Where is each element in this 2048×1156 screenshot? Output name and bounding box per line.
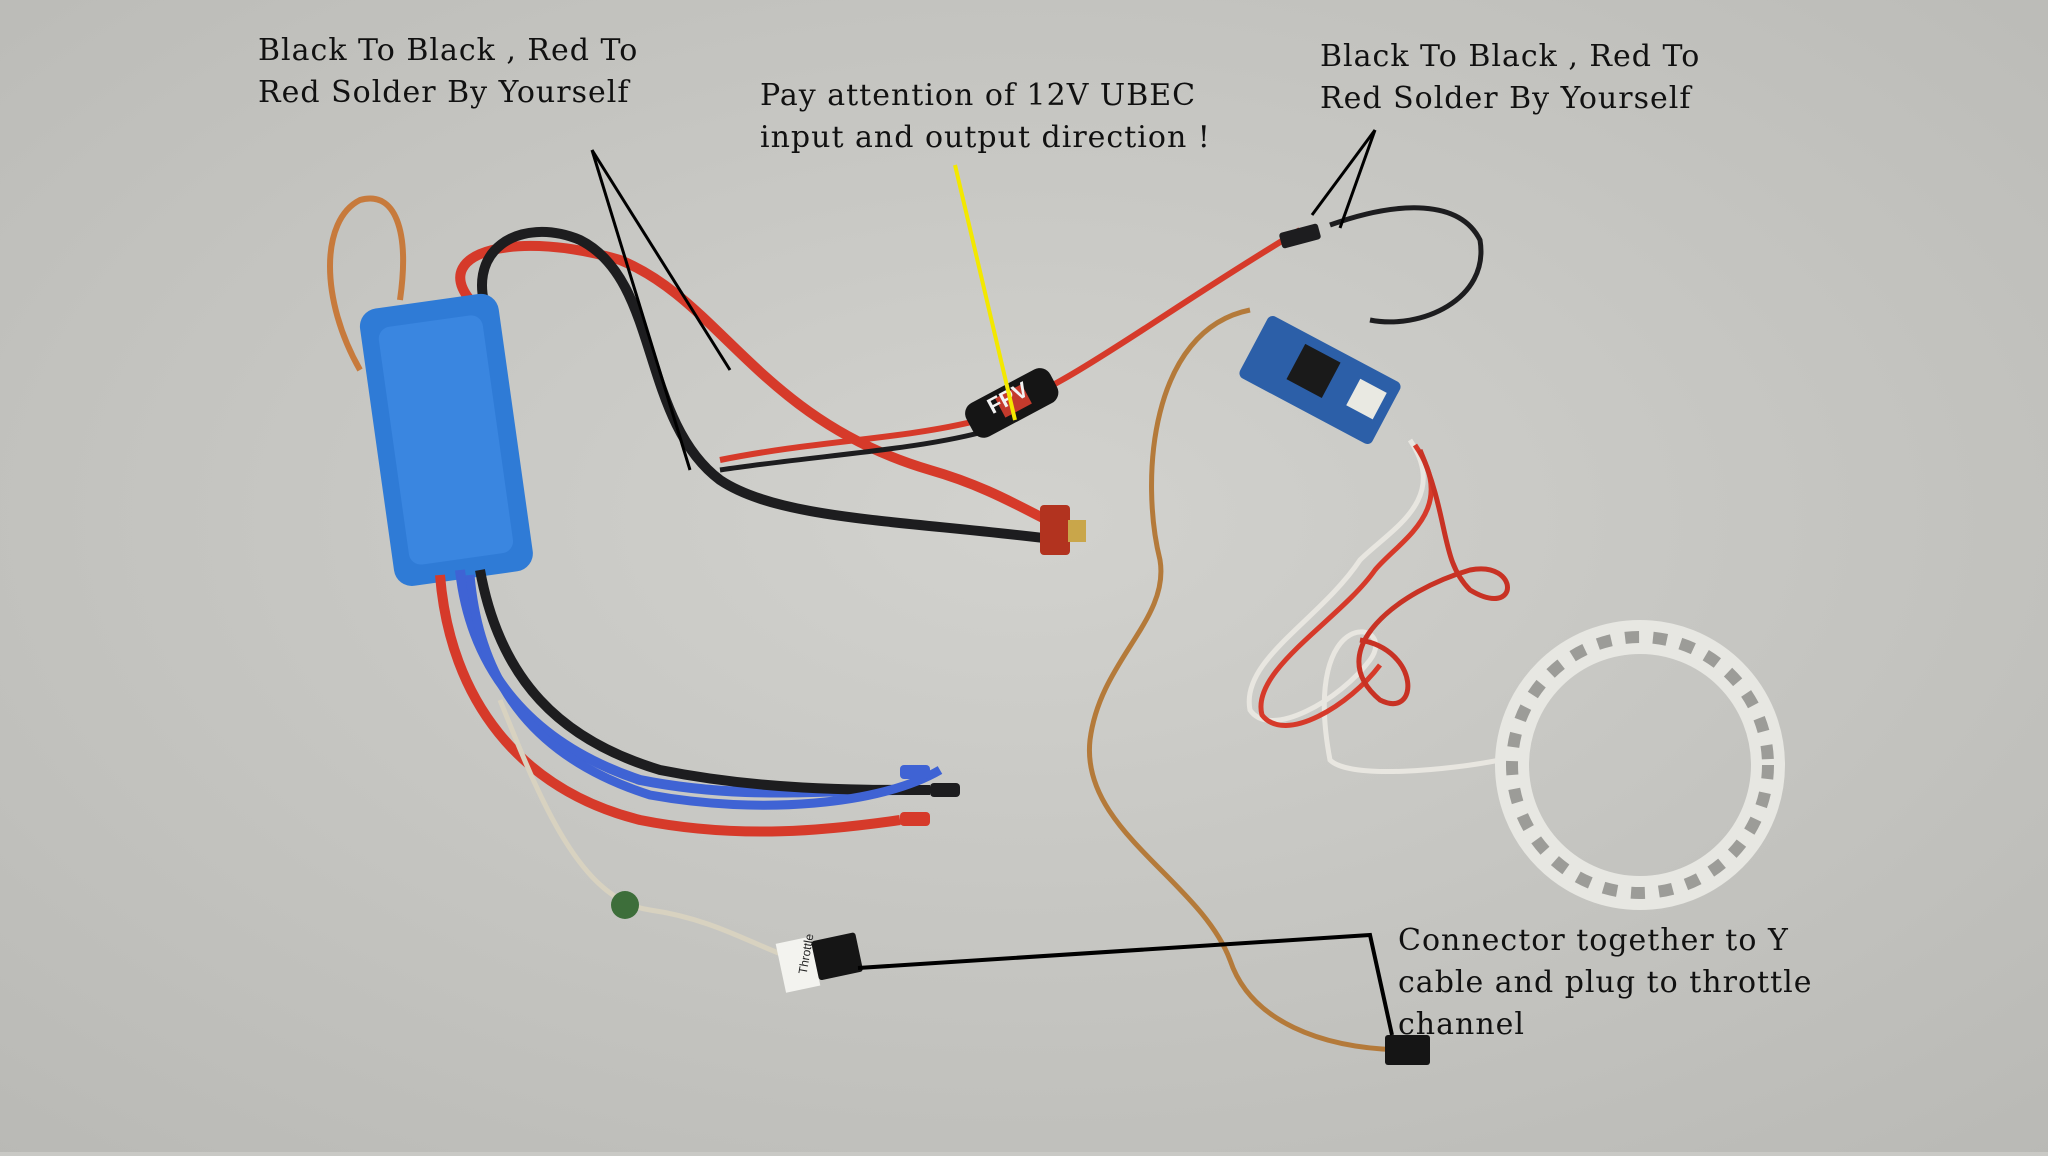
controller-signal-lead (1087, 307, 1411, 1053)
ubec-sticker (995, 384, 1032, 418)
esc-module (359, 293, 533, 586)
esc-battery-black-wire (477, 227, 1061, 545)
right-black-wire-loop (1329, 205, 1484, 325)
annotation-ubec-direction: Pay attention of 12V UBEC input and outp… (760, 78, 1211, 155)
led-controller-board (1239, 316, 1401, 444)
throttle-plug (811, 932, 863, 981)
throttle-tag (775, 936, 821, 993)
t-connector (1040, 505, 1070, 555)
ubec-black-wire (719, 427, 991, 473)
motor-bullet-blue (900, 765, 930, 779)
controller-plug (1346, 378, 1387, 420)
controller-chip (1286, 343, 1341, 398)
led-ring-leds (1506, 631, 1774, 899)
t-connector-pins (1068, 520, 1086, 542)
esc-motor-red-wire (435, 574, 901, 837)
ferrite-ring (611, 891, 639, 919)
annotation-throttle-channel: Connector together to Y cable and plug t… (1398, 923, 1813, 1042)
esc-shrink-highlight (378, 315, 514, 565)
pointer-left-to-black-joint (590, 149, 692, 471)
ring-white-wire (1246, 438, 1501, 775)
ring-red-wire (1258, 443, 1434, 728)
annotation-left: Black To Black , Red To Red Solder By Yo… (258, 33, 639, 110)
motor-bullet-red (900, 812, 930, 826)
y-cable-connector (1385, 1035, 1430, 1065)
pointer-right-to-red-joint (1310, 129, 1377, 216)
motor-bullet-black (930, 783, 960, 797)
esc-signal-wire-loop (327, 195, 406, 372)
pointer-right-to-black-joint (1338, 129, 1377, 229)
annotation-right: Black To Black , Red To Red Solder By Yo… (1320, 39, 1701, 116)
esc-motor-black-wire (475, 569, 931, 795)
pointer-left-to-red-joint (590, 149, 732, 371)
pointer-throttle-to-y-cable (857, 932, 1394, 1036)
right-solder-joint (1279, 223, 1321, 249)
pointer-ubec-yellow (953, 164, 1017, 421)
ring-red-wire-coil (1356, 449, 1510, 706)
throttle-connector (775, 932, 863, 993)
esc-motor-blue-wire-2 (465, 574, 943, 810)
